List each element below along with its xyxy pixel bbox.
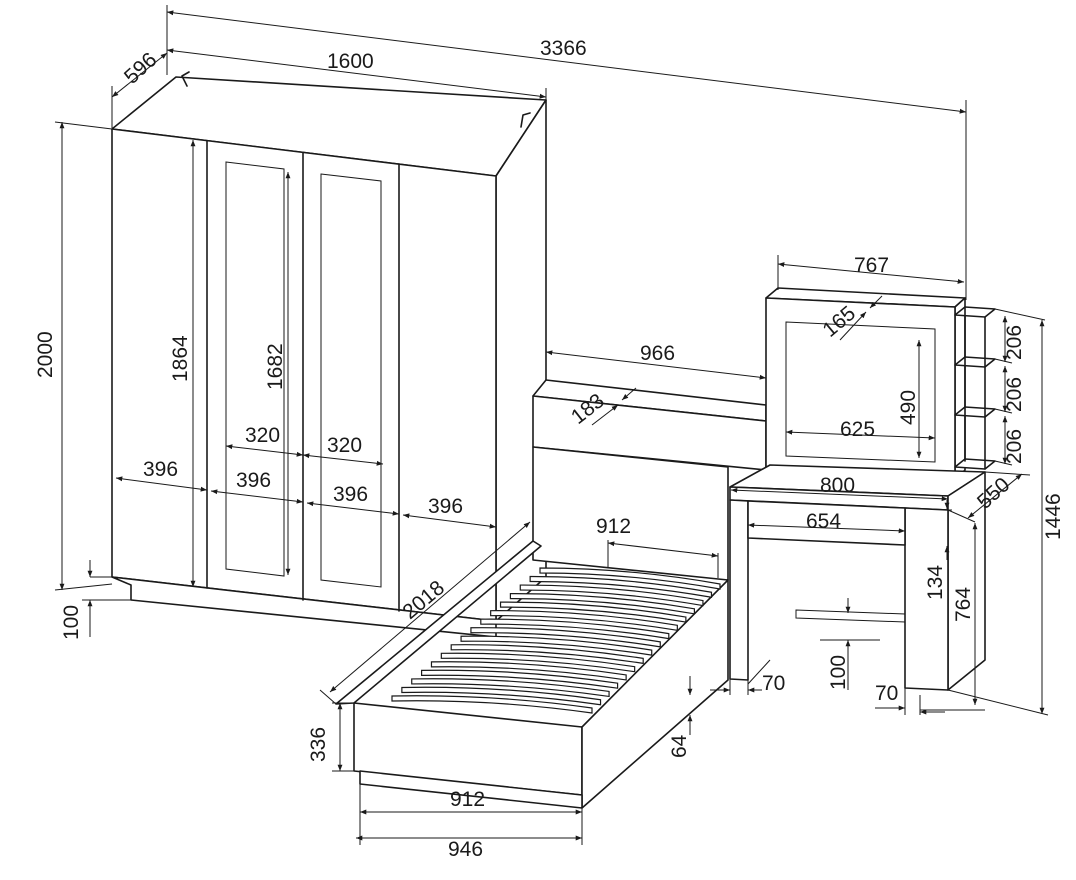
- dim-767: [777, 262, 965, 284]
- dim-183: [591, 404, 619, 426]
- label-396-4: 396: [428, 495, 463, 518]
- label-767: 767: [854, 254, 889, 277]
- label-64: 64: [668, 734, 691, 758]
- label-320-left: 320: [245, 424, 280, 447]
- dim-396-2: [210, 489, 304, 504]
- bed-slat: [539, 567, 721, 590]
- dim-966: [545, 350, 767, 380]
- label-396-2: 396: [236, 469, 271, 492]
- label-490: 490: [897, 390, 920, 425]
- dim-912-top: [607, 541, 719, 558]
- label-206-1: 206: [1003, 325, 1026, 360]
- label-100-vanity: 100: [827, 655, 850, 690]
- bed-slat: [519, 584, 704, 607]
- label-3366: 3366: [540, 37, 587, 60]
- dim-800: [730, 487, 949, 502]
- rear-rail: [795, 609, 906, 623]
- label-1682: 1682: [264, 343, 287, 390]
- vanity: [729, 287, 996, 691]
- label-1864: 1864: [169, 335, 192, 382]
- label-320-right: 320: [327, 434, 362, 457]
- label-2000: 2000: [34, 331, 57, 378]
- bed-slat: [509, 592, 695, 615]
- headboard-panel: [532, 446, 729, 581]
- mirror-left: [225, 161, 285, 577]
- label-1446: 1446: [1042, 493, 1065, 540]
- label-912-top: 912: [596, 515, 631, 538]
- bed-right-frame: [581, 579, 729, 809]
- dim-654: [747, 522, 906, 534]
- label-206-2: 206: [1003, 377, 1026, 412]
- label-654: 654: [806, 510, 841, 533]
- dim-1600: [166, 48, 547, 99]
- mirror-frame-side: [954, 297, 966, 481]
- shelves: [954, 306, 996, 470]
- dim-165: [839, 311, 867, 341]
- bed-slat: [499, 601, 687, 623]
- label-396-3: 396: [333, 483, 368, 506]
- dim-550: [967, 473, 1023, 519]
- label-764: 764: [952, 587, 975, 622]
- label-70-left: 70: [762, 672, 785, 695]
- label-206-3: 206: [1003, 429, 1026, 464]
- dim-396-3: [306, 501, 400, 516]
- dimension-lines: [54, 5, 1049, 845]
- label-396-1: 396: [143, 458, 178, 481]
- label-912-bottom: 912: [450, 788, 485, 811]
- label-336: 336: [307, 727, 330, 762]
- label-134: 134: [924, 565, 947, 600]
- dim-596: [111, 52, 168, 98]
- bed-slat: [529, 575, 713, 598]
- dim-320-left: [225, 444, 304, 457]
- dim-2018: [329, 521, 531, 693]
- bed-slat: [391, 695, 593, 714]
- dim-3366: [166, 10, 967, 114]
- label-596: 596: [120, 48, 161, 89]
- wardrobe: [90, 71, 547, 638]
- bed-slat: [490, 610, 678, 632]
- mirror-glass: [785, 321, 936, 463]
- dimension-labels: 3366 596 1600 2000 100 1864 1682 320 320…: [34, 37, 1065, 861]
- label-100: 100: [60, 605, 83, 640]
- label-946: 946: [448, 838, 483, 861]
- label-625: 625: [840, 418, 875, 441]
- label-70-right: 70: [875, 682, 898, 705]
- dim-320-right: [302, 453, 384, 466]
- dim-396-1: [115, 476, 208, 492]
- label-966: 966: [640, 342, 675, 365]
- table-leg-left: [729, 499, 749, 681]
- label-1600: 1600: [327, 50, 374, 73]
- label-800: 800: [820, 474, 855, 497]
- dim-625: [785, 429, 936, 441]
